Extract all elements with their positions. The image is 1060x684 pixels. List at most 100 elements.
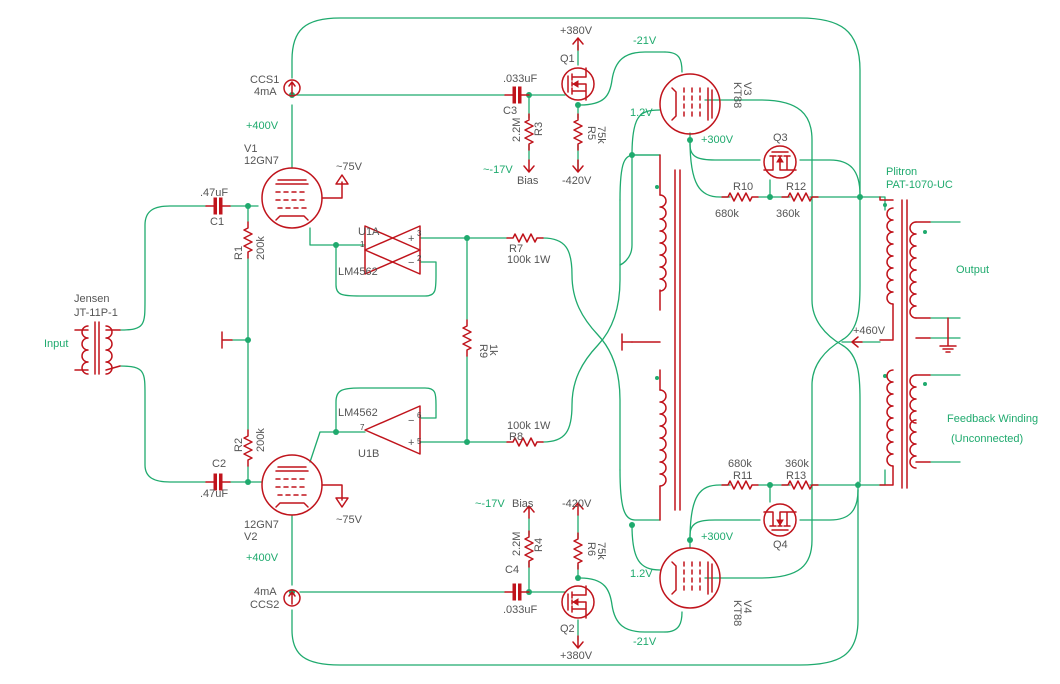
neg420-bottom: -420V [562, 498, 592, 510]
bias-top-label: Bias [517, 175, 539, 187]
v2-cathode-v: ~75V [336, 514, 363, 526]
u1a-part: LM4562 [338, 266, 378, 278]
output-ground-symbol [939, 317, 957, 353]
q1-mosfet-symbol [561, 67, 595, 101]
labels: Jensen JT-11P-1 Input .47uF C1 C2 .47uF … [44, 25, 1038, 662]
input-transformer-symbol [74, 321, 121, 375]
r6-name: R6 [585, 542, 597, 556]
v4-type: KT88 [731, 600, 743, 626]
c2-value: .47uF [200, 488, 228, 500]
input-xfmr-part: JT-11P-1 [74, 307, 118, 319]
bias-bottom-label: Bias [512, 498, 534, 510]
bias-top-voltage: ~-17V [483, 164, 513, 176]
v2-supply: +400V [246, 552, 279, 564]
b-plus-voltage: +460V [853, 325, 886, 337]
wiring [119, 17, 961, 666]
r2-value: 200k [255, 428, 267, 452]
r2-symbol [243, 429, 253, 467]
r3-value: 2.2M [511, 118, 523, 142]
r2-name: R2 [233, 438, 245, 452]
interstage-transformer-symbol [659, 154, 681, 521]
v1-tube-symbol [261, 167, 323, 229]
ccs2-name: CCS2 [250, 599, 279, 611]
r8-name: R8 [509, 431, 523, 443]
r3-symbol [524, 113, 534, 151]
v4-cathode-v: 1.2V [630, 568, 653, 580]
v1-cathode-arrow [321, 181, 343, 199]
r9-symbol [462, 319, 472, 357]
u1b-pin5: 5 [417, 437, 422, 446]
output-xfmr-part: PAT-1070-UC [886, 179, 953, 191]
c3-name: C3 [503, 105, 517, 117]
r5-symbol [573, 113, 583, 151]
ccs2-value: 4mA [254, 586, 277, 598]
svg-text:+: + [408, 437, 414, 449]
v2-type: 12GN7 [244, 519, 279, 531]
q1-supply-arrow [572, 37, 584, 51]
q1-name: Q1 [560, 53, 575, 65]
c4-value: .033uF [503, 604, 538, 616]
feedback-note: (Unconnected) [951, 433, 1023, 445]
ps-ground-symbol [621, 333, 633, 351]
v3-name: V3 [741, 82, 753, 95]
v4-grid-v: -21V [633, 636, 657, 648]
v3-cathode-v: 1.2V [630, 107, 653, 119]
q1-supply: +380V [560, 25, 593, 37]
r7-name: R7 [509, 243, 523, 255]
c1-value: .47uF [200, 187, 228, 199]
r11-name: R11 [733, 470, 752, 482]
r8-value: 100k 1W [507, 420, 551, 432]
v2-cathode-arrow [321, 484, 343, 501]
v4-screen-v: +300V [701, 531, 734, 543]
q2-supply-arrow [572, 635, 584, 649]
u1b-pin7: 7 [360, 423, 365, 432]
c3-symbol [504, 86, 530, 104]
r10-symbol [721, 192, 759, 202]
r6-value: 75k [595, 542, 607, 560]
q4-mosfet-symbol [763, 503, 797, 537]
input-xfmr-name: Jensen [74, 293, 109, 305]
r7-value: 100k 1W [507, 254, 551, 266]
v2-tube-symbol [261, 454, 323, 516]
v3-grid-v: -21V [633, 35, 657, 47]
u1a-pin3: 3 [417, 229, 422, 238]
r5-name: R5 [585, 126, 597, 140]
bias-top-arrow [523, 159, 535, 173]
u1a-name: U1A [358, 226, 380, 238]
r3-name: R3 [533, 122, 545, 136]
u1a-opamp-symbol [364, 225, 421, 275]
svg-text:+: + [408, 233, 414, 245]
c1-symbol [205, 197, 231, 215]
ccs1-symbol [283, 79, 301, 97]
output-xfmr-name: Plitron [886, 166, 917, 178]
q2-supply: +380V [560, 650, 593, 662]
output-label: Output [956, 264, 989, 276]
neg420-top-arrow [572, 159, 584, 173]
r11-symbol [721, 480, 759, 490]
ccs1-name: CCS1 [250, 74, 279, 86]
v3-type: KT88 [731, 82, 743, 108]
v1-name: V1 [244, 143, 257, 155]
ccs1-value: 4mA [254, 86, 277, 98]
b-plus-arrow [851, 336, 863, 348]
neg420-top: -420V [562, 175, 592, 187]
q3-mosfet-symbol [763, 145, 797, 179]
q2-name: Q2 [560, 623, 575, 635]
r4-symbol [524, 530, 534, 568]
c2-name: C2 [212, 458, 226, 470]
u1b-name: U1B [358, 448, 379, 460]
v3-screen-v: +300V [701, 134, 734, 146]
r12-value: 360k [776, 208, 800, 220]
v3-tube-symbol [659, 73, 721, 135]
ccs2-symbol [283, 589, 301, 607]
svg-text:−: − [408, 415, 414, 427]
v1-supply: +400V [246, 120, 279, 132]
c4-name: C4 [505, 564, 519, 576]
r1-name: R1 [233, 246, 245, 260]
r9-value: 1k [487, 344, 499, 356]
grid-ground-symbol [221, 331, 233, 349]
r6-symbol [573, 532, 583, 570]
bias-bottom-voltage: ~-17V [475, 498, 505, 510]
q4-name: Q4 [773, 539, 788, 551]
